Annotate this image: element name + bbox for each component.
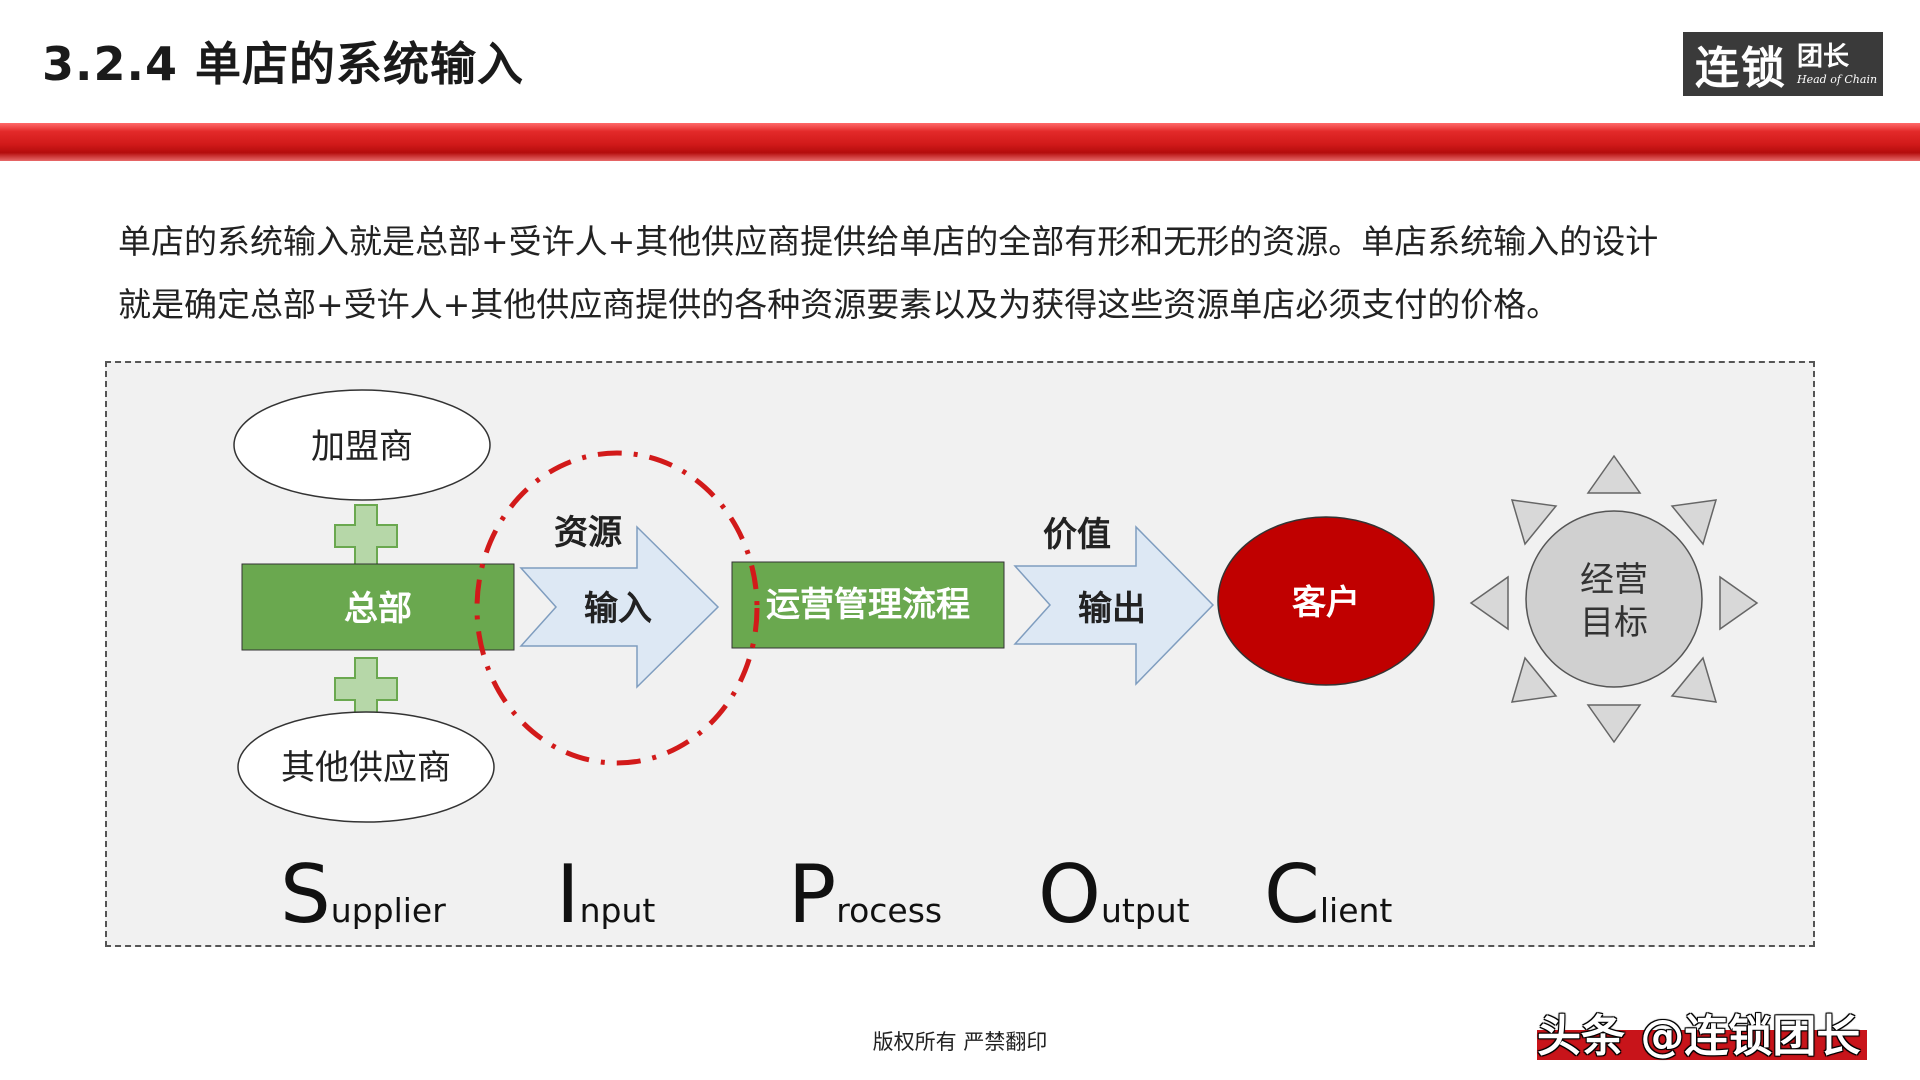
sipoc-cap: O [1038,848,1101,941]
hq-box [241,563,515,651]
process-label: 运营管理流程 [766,585,970,625]
process-box [731,561,1005,649]
watermark-bar [1537,1030,1867,1060]
output-label: 输出 [1078,589,1146,629]
sipoc-word-client: Client [1264,848,1392,941]
sipoc-cap: S [280,848,331,941]
value-label: 价值 [1043,515,1111,555]
copyright-footer: 版权所有 严禁翻印 [872,1030,1048,1054]
input-highlight-circle [474,450,760,766]
sipoc-rest: utput [1101,891,1190,930]
page-title: 3.2.4 单店的系统输入 [42,37,524,91]
input-label: 输入 [584,589,652,629]
goal-circle [1525,510,1703,688]
franchisee-label: 加盟商 [311,427,413,467]
goal-label-line-1: 经营 [1580,560,1648,600]
sun-ray-bottom [1586,704,1642,744]
other-suppliers-ellipse [237,711,495,823]
sipoc-cap: I [556,848,580,941]
sun-ray-left [1469,575,1509,631]
sun-ray-top-left [1510,499,1558,546]
sipoc-word-process: Process [788,848,942,941]
resource-label: 资源 [554,513,622,553]
sipoc-rest: nput [580,891,656,930]
input-arrow [519,525,720,689]
logo-top-text: 团长 [1797,41,1850,72]
intro-line-2: 就是确定总部+受许人+其他供应商提供的各种资源要素以及为获得这些资源单店必须支付… [118,285,1560,324]
watermark-text: 头条 @连锁团长 [1537,1011,1861,1062]
sun-ray-top-right [1670,499,1718,546]
sipoc-word-output: Output [1038,848,1190,941]
sipoc-words: Supplier Input Process Output Client [280,848,1392,941]
sipoc-word-supplier: Supplier [280,848,446,941]
client-label: 客户 [1292,583,1360,623]
sipoc-cap: P [788,848,836,941]
other-suppliers-label: 其他供应商 [281,748,451,788]
sun-ray-top [1586,454,1642,494]
header-red-band [0,123,1920,161]
plus-icon-bottom [334,657,398,721]
sun-ray-bottom-right [1670,656,1718,703]
intro-line-1: 单店的系统输入就是总部+受许人+其他供应商提供给单店的全部有形和无形的资源。单店… [118,222,1659,261]
sun-ray-right [1719,575,1759,631]
logo-sub-text: Head of Chain [1797,72,1878,86]
sipoc-word-input: Input [556,848,655,941]
goal-sun-icon: 经营 目标 [1469,454,1759,744]
output-arrow [1013,525,1215,686]
sipoc-rest: lient [1320,891,1393,930]
franchisee-ellipse [233,389,491,501]
watermark: 头条 @连锁团长 [1537,1000,1877,1062]
sipoc-cap: C [1264,848,1320,941]
sun-ray-bottom-left [1510,656,1558,703]
brand-logo: 连锁 团长 Head of Chain [1683,32,1883,96]
client-ellipse [1217,516,1435,686]
goal-label-line-2: 目标 [1580,603,1648,643]
hq-label: 总部 [344,589,412,629]
intro-paragraph: 单店的系统输入就是总部+受许人+其他供应商提供给单店的全部有形和无形的资源。单店… [118,210,1818,336]
sipoc-rest: upplier [331,891,446,930]
plus-icon-top [334,504,398,568]
sipoc-rest: rocess [836,891,942,930]
logo-main-text: 连锁 [1695,43,1787,94]
